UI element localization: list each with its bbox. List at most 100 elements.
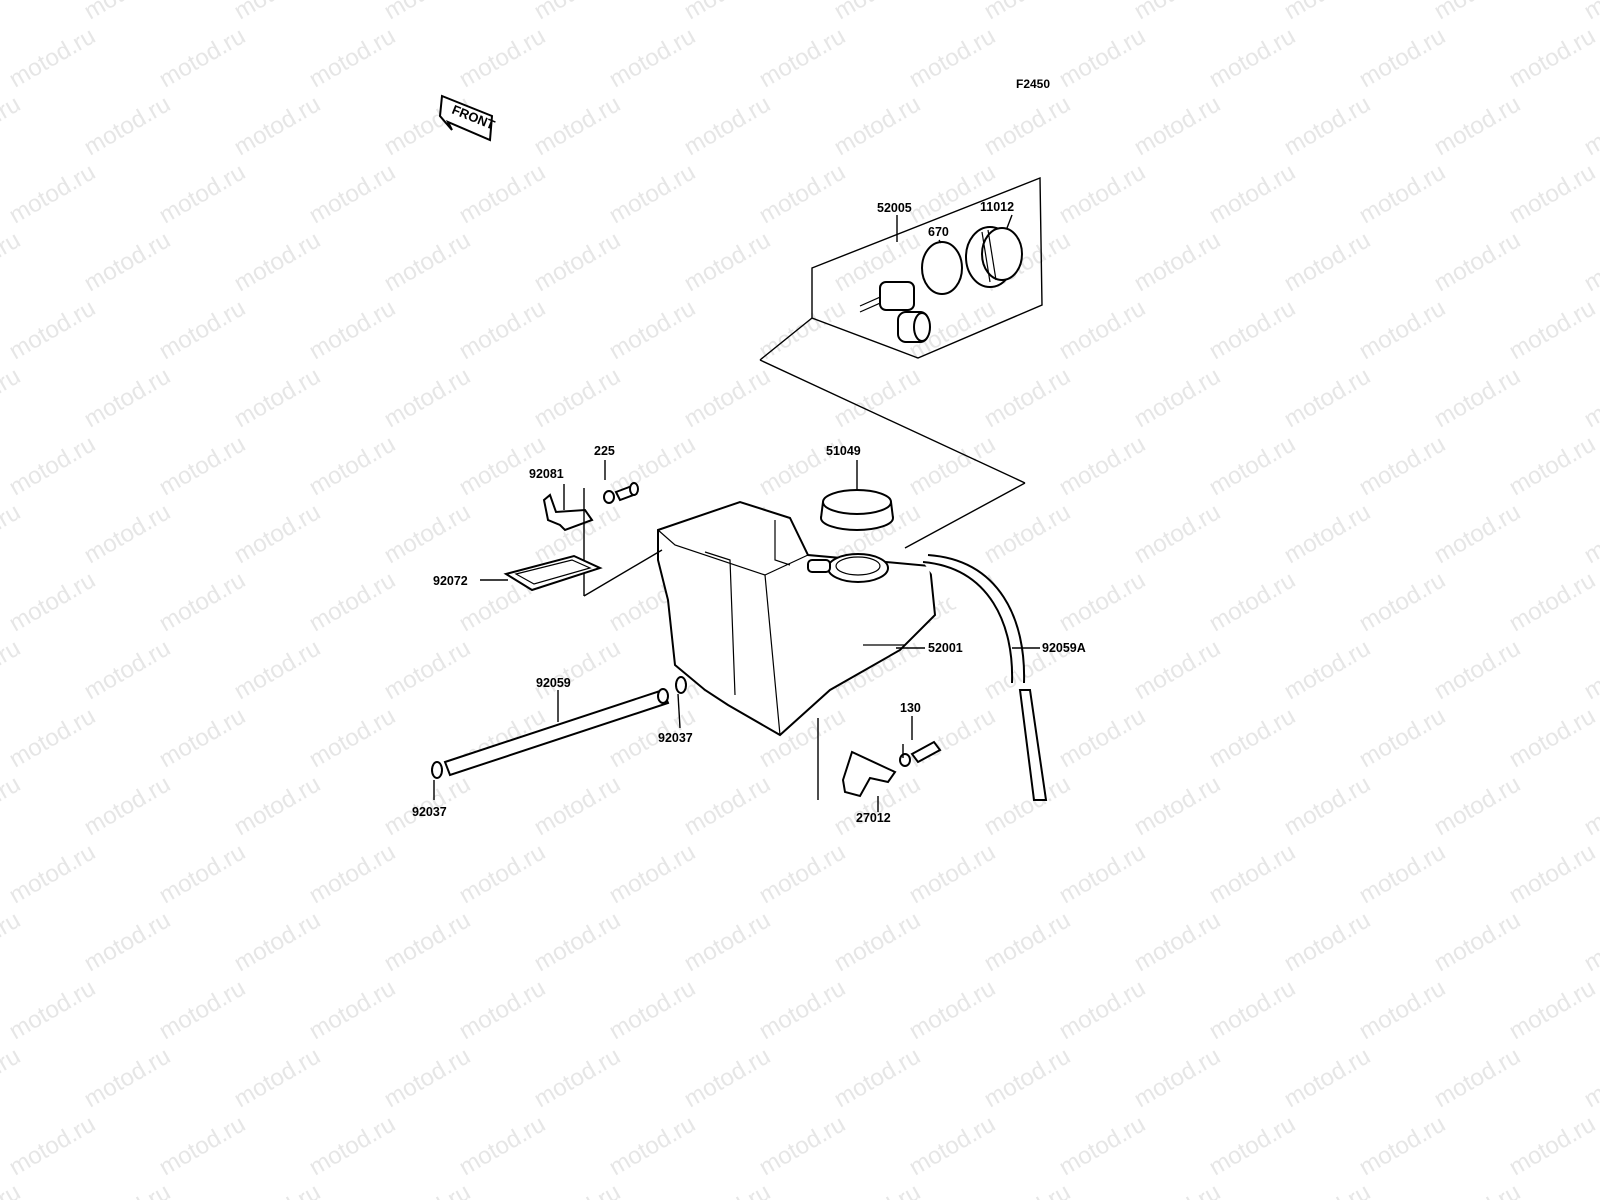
watermark-text: motod.ru bbox=[530, 906, 626, 977]
watermark-text: motod.ru bbox=[1430, 362, 1526, 433]
label-92037-b: 92037 bbox=[412, 805, 447, 819]
watermark-text: motod.ru bbox=[1430, 770, 1526, 841]
watermark-text: motod.ru bbox=[0, 226, 25, 297]
watermark-text: motod.ru bbox=[80, 498, 176, 569]
watermark-text: motod.ru bbox=[1355, 566, 1451, 637]
overflow-hose-part bbox=[922, 554, 1048, 801]
watermark-text: motod.ru bbox=[1055, 294, 1151, 365]
watermark-text: motod.ru bbox=[1130, 1178, 1226, 1200]
mount-bracket-part bbox=[817, 718, 942, 800]
watermark-text: motod.ru bbox=[155, 158, 251, 229]
watermark-text: motod.ru bbox=[1430, 1042, 1526, 1113]
watermark-text: motod.ru bbox=[1130, 906, 1226, 977]
watermark-text: motod.ru bbox=[1205, 158, 1301, 229]
watermark-text: motod.ru bbox=[230, 90, 326, 161]
watermark-text: motod.ru bbox=[0, 362, 25, 433]
watermark-text: motod.ru bbox=[155, 974, 251, 1045]
watermark-text: motod.ru bbox=[755, 974, 851, 1045]
watermark-text: motod.ru bbox=[830, 906, 926, 977]
part-labels: 52005 670 11012 51049 225 92081 92072 52… bbox=[412, 200, 1086, 825]
watermark-text: motod.ru bbox=[1130, 362, 1226, 433]
watermark-text: motod.ru bbox=[530, 1042, 626, 1113]
watermark-text: motod.ru bbox=[905, 158, 1001, 229]
watermark-text: motod.ru bbox=[0, 90, 25, 161]
watermark-text: motod.ru bbox=[1430, 498, 1526, 569]
watermark-text: motod.ru bbox=[5, 974, 101, 1045]
watermark-text: motod.ru bbox=[755, 838, 851, 909]
watermark-text: motod.ru bbox=[1130, 0, 1226, 25]
watermark-text: motod.ru bbox=[1580, 498, 1600, 569]
watermark-text: motod.ru bbox=[1580, 90, 1600, 161]
watermark-text: motod.ru bbox=[1580, 0, 1600, 25]
level-sensor-part bbox=[859, 281, 931, 343]
label-51049: 51049 bbox=[826, 444, 861, 458]
watermark-text: motod.ru bbox=[0, 634, 25, 705]
watermark-text: motod.ru bbox=[1130, 90, 1226, 161]
watermark-text: motod.ru bbox=[230, 1178, 326, 1200]
watermark-text: motod.ru bbox=[530, 90, 626, 161]
watermark-text: motod.ru bbox=[80, 1178, 176, 1200]
watermark-text: motod.ru bbox=[80, 90, 176, 161]
watermark-text: motod.ru bbox=[605, 158, 701, 229]
watermark-text: motod.ru bbox=[605, 974, 701, 1045]
watermark-text: motod.ru bbox=[605, 838, 701, 909]
watermark-text: motod.ru bbox=[1205, 838, 1301, 909]
watermark-text: motod.ru bbox=[380, 1042, 476, 1113]
watermark-text: motod.ru bbox=[1580, 1042, 1600, 1113]
leader-lines bbox=[433, 214, 1040, 812]
watermark-text: motod.ru bbox=[0, 0, 25, 25]
watermark-text: motod.ru bbox=[1505, 158, 1600, 229]
watermark-text: motod.ru bbox=[680, 90, 776, 161]
watermark-text: motod.ru bbox=[1580, 770, 1600, 841]
o-ring-part bbox=[921, 241, 963, 295]
watermark-text: motod.ru bbox=[905, 974, 1001, 1045]
watermark-text: motod.ru bbox=[905, 430, 1001, 501]
reservoir-cap-part bbox=[820, 489, 894, 531]
watermark-text: motod.ru bbox=[80, 906, 176, 977]
gasket-part bbox=[503, 554, 603, 592]
watermark-text: motod.ru bbox=[80, 634, 176, 705]
watermark-text: motod.ru bbox=[980, 906, 1076, 977]
watermark-text: motod.ru bbox=[80, 1042, 176, 1113]
watermark-text: motod.ru bbox=[5, 294, 101, 365]
watermark-text: motod.ru bbox=[530, 770, 626, 841]
watermark-text: motod.ru bbox=[80, 0, 176, 25]
watermark-text: motod.ru bbox=[5, 430, 101, 501]
watermark-text: motod.ru bbox=[1055, 566, 1151, 637]
watermark-text: motod.ru bbox=[305, 430, 401, 501]
watermark-text: motod.ru bbox=[830, 1042, 926, 1113]
watermark-text: motod.ru bbox=[380, 498, 476, 569]
reservoir-tank-part bbox=[657, 500, 937, 737]
watermark-text: motod.ru bbox=[1280, 906, 1376, 977]
watermark-text: motod.ru bbox=[605, 22, 701, 93]
watermark-text: motod.ru bbox=[230, 634, 326, 705]
watermark-text: motod.ru bbox=[980, 770, 1076, 841]
watermark-text: motod.ru bbox=[80, 226, 176, 297]
watermark-text: motod.ru bbox=[1430, 226, 1526, 297]
watermark-text: motod.ru bbox=[980, 498, 1076, 569]
watermark-text: motod.ru bbox=[530, 0, 626, 25]
watermark-text: motod.ru bbox=[0, 906, 25, 977]
watermark-text: motod.ru bbox=[905, 22, 1001, 93]
watermark-text: motod.ru bbox=[230, 906, 326, 977]
watermark-text: motod.ru bbox=[755, 22, 851, 93]
bracket-part bbox=[542, 482, 663, 597]
watermark-text: motod.ru bbox=[5, 158, 101, 229]
watermark-text: motod.ru bbox=[1355, 22, 1451, 93]
watermark-text: motod.ru bbox=[230, 226, 326, 297]
watermark-text: motod.ru bbox=[155, 838, 251, 909]
watermark-text: motod.ru bbox=[1205, 702, 1301, 773]
watermark-text: motod.ru bbox=[0, 498, 25, 569]
watermark-text: motod.ru bbox=[680, 1178, 776, 1200]
watermark-text: motod.ru bbox=[380, 362, 476, 433]
watermark-text: motod.ru bbox=[830, 90, 926, 161]
filler-cap-part bbox=[965, 226, 1023, 288]
watermark-text: motod.ru bbox=[755, 158, 851, 229]
watermark-text: motod.ru bbox=[1355, 838, 1451, 909]
hose-part bbox=[443, 688, 670, 777]
watermark-text: motod.ru bbox=[0, 1178, 25, 1200]
watermark-text: motod.ru bbox=[0, 1042, 25, 1113]
watermark-text: motod.ru bbox=[1055, 838, 1151, 909]
watermark-text: motod.ru bbox=[155, 22, 251, 93]
watermark-text: motod.ru bbox=[1280, 1178, 1376, 1200]
